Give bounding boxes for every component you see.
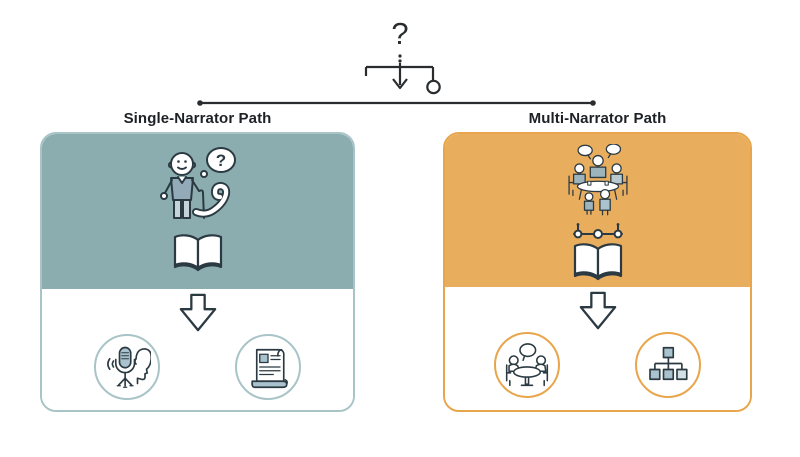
single-narrator-header: ? [42,134,353,289]
elderly-narrator-thinking-icon: ? [159,147,236,219]
multi-narrator-path-title: Multi-Narrator Path [528,110,667,127]
scroll-document-icon [251,348,288,389]
single-narrator-body [42,289,353,410]
single-narrator-path-title: Single-Narrator Path [123,110,272,127]
decision-question-mark: ? [391,16,409,51]
multi-narrator-header [445,134,750,287]
timeline-connector-icon [572,223,623,239]
voice-recording-icon [107,346,151,388]
roundtable-discussion-output [494,332,560,398]
voice-recording-output [94,334,160,400]
down-arrow-icon [179,293,216,332]
multi-narrator-body [445,287,750,410]
single-narrator-panel: ? [40,132,355,412]
multi-narrator-panel [443,132,752,412]
open-book-icon [173,234,222,272]
hierarchy-structure-icon [649,346,688,381]
down-arrow-icon [579,291,616,330]
family-group-table-icon [567,144,628,216]
bubble-question-mark: ? [215,151,225,170]
scroll-document-output [235,334,301,400]
hierarchy-structure-output [635,332,701,398]
open-book-icon [573,243,622,281]
story-swirl-icon [191,181,230,218]
roundtable-discussion-icon [505,343,549,387]
